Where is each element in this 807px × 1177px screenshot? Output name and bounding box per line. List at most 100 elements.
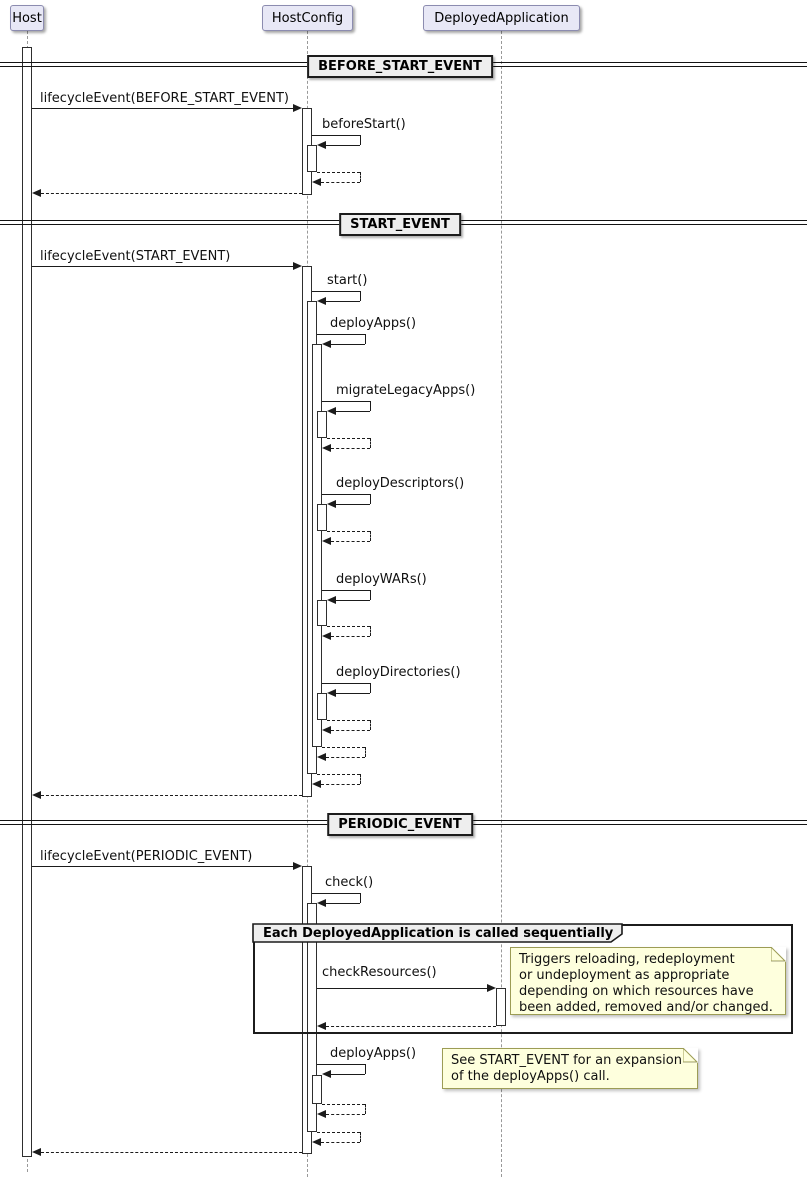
return-line: [370, 720, 371, 730]
return-line: [321, 784, 360, 785]
arrowhead: [32, 189, 41, 197]
self-call-line: [336, 600, 370, 601]
activation-deployapps: [312, 344, 322, 747]
activation-host: [22, 47, 32, 1157]
self-call-line: [370, 683, 371, 693]
return-line: [370, 626, 371, 636]
return-line: [326, 1026, 496, 1027]
return-line: [370, 438, 371, 448]
arrowhead: [317, 1022, 326, 1030]
activation-deploydirectories: [317, 693, 327, 720]
arrowhead: [327, 407, 336, 415]
activation-migratelegacyapps: [317, 411, 327, 438]
activation-deploydescriptors: [317, 504, 327, 531]
arrowhead: [322, 632, 331, 640]
self-call-line: [322, 494, 370, 495]
self-call-line: [322, 590, 370, 591]
arrowhead: [327, 596, 336, 604]
self-call-line: [326, 145, 360, 146]
group-title: Each DeployedApplication is called seque…: [263, 926, 614, 941]
activation-beforestart: [307, 145, 317, 172]
participant-label-host: Host: [12, 10, 42, 26]
return-line: [322, 747, 365, 748]
self-call-line: [317, 1064, 365, 1065]
note-line: been added, removed and/or changed.: [519, 1000, 773, 1015]
message-label-deploydirectories: deployDirectories(): [336, 665, 461, 680]
arrowhead: [317, 1110, 326, 1118]
return-line: [322, 1104, 365, 1105]
arrowhead: [322, 537, 331, 545]
arrowhead: [317, 141, 326, 149]
self-call-line: [370, 401, 371, 411]
note-line: or undeployment as appropriate: [519, 968, 730, 983]
return-line: [370, 531, 371, 541]
message-label-deployapps: deployApps(): [330, 316, 417, 331]
self-call-line: [336, 693, 370, 694]
return-line: [321, 182, 360, 183]
return-line: [360, 172, 361, 182]
message-label-deployapps-periodic: deployApps(): [330, 1046, 417, 1061]
arrowhead: [293, 862, 302, 870]
message-label-start: start(): [327, 273, 368, 288]
self-call-line: [331, 344, 365, 345]
message-label-lifecycle-before-start: lifecycleEvent(BEFORE_START_EVENT): [40, 91, 289, 106]
message-label-lifecycle-start: lifecycleEvent(START_EVENT): [40, 249, 231, 264]
return-line: [331, 541, 370, 542]
message-label-checkresources: checkResources(): [322, 965, 437, 980]
arrowhead: [317, 297, 326, 305]
self-call-line: [312, 135, 360, 136]
message-label-beforestart: beforeStart(): [322, 117, 406, 132]
self-call-line: [317, 334, 365, 335]
note-fold-icon: [683, 1048, 698, 1063]
arrowhead: [32, 791, 41, 799]
return-line: [327, 438, 370, 439]
return-line: [41, 1152, 302, 1153]
arrowhead: [317, 753, 326, 761]
message-line: [32, 266, 293, 267]
activation-check: [307, 903, 317, 1132]
arrowhead: [32, 1148, 41, 1156]
self-call-line: [370, 590, 371, 600]
self-call-line: [365, 1064, 366, 1074]
self-call-line: [326, 301, 360, 302]
self-call-line: [370, 494, 371, 504]
arrowhead: [327, 689, 336, 697]
note-line: of the deployApps() call.: [451, 1069, 610, 1084]
arrowhead: [322, 444, 331, 452]
note-fold-icon: [771, 947, 786, 962]
activation-deploywars: [317, 600, 327, 626]
note-deploy-apps: See START_EVENT for an expansion of the …: [442, 1048, 698, 1089]
arrowhead: [327, 500, 336, 508]
self-call-line: [336, 411, 370, 412]
group-header: [252, 923, 623, 943]
return-line: [331, 448, 370, 449]
participant-box-host: Host: [10, 5, 44, 31]
return-line: [331, 636, 370, 637]
return-line: [326, 757, 365, 758]
arrowhead: [322, 1070, 331, 1078]
self-call-line: [322, 683, 370, 684]
arrowhead: [312, 178, 321, 186]
participant-box-deployedapplication: DeployedApplication: [423, 5, 580, 31]
self-call-line: [312, 893, 360, 894]
message-line: [32, 108, 293, 109]
return-line: [317, 172, 360, 173]
return-line: [331, 730, 370, 731]
divider-start-event: START_EVENT: [339, 213, 461, 236]
message-label-deploydescriptors: deployDescriptors(): [336, 476, 465, 491]
divider-label: BEFORE_START_EVENT: [318, 59, 482, 74]
note-line: depending on which resources have: [519, 984, 754, 999]
message-label-lifecycle-periodic: lifecycleEvent(PERIODIC_EVENT): [40, 849, 253, 864]
return-line: [360, 1132, 361, 1142]
return-line: [327, 531, 370, 532]
participant-box-hostconfig: HostConfig: [262, 5, 353, 31]
divider-before-start-event: BEFORE_START_EVENT: [307, 55, 493, 78]
self-call-line: [360, 893, 361, 903]
note-line: See START_EVENT for an expansion: [451, 1053, 682, 1068]
message-line: [32, 866, 293, 867]
message-line: [317, 988, 487, 989]
return-line: [327, 626, 370, 627]
arrowhead: [312, 1138, 321, 1146]
return-line: [41, 795, 302, 796]
divider-label: PERIODIC_EVENT: [338, 817, 462, 832]
